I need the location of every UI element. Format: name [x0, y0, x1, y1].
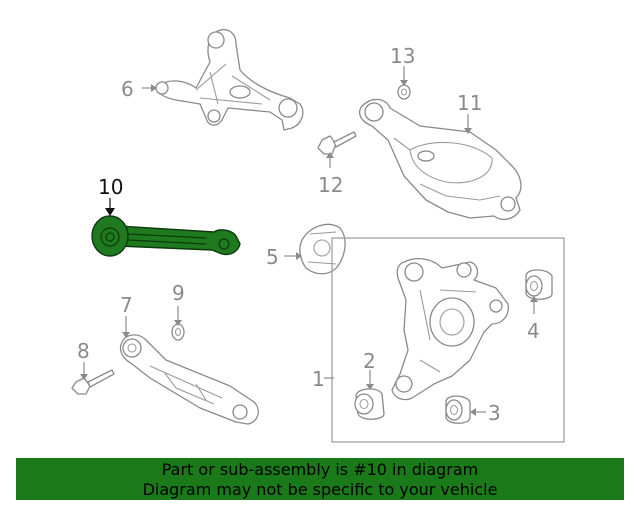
part-7-lower-link[interactable]	[119, 334, 259, 425]
callout-2: 2	[363, 349, 376, 373]
part-5-shield[interactable]	[299, 223, 346, 275]
banner-line-2: Diagram may not be specific to your vehi…	[142, 480, 498, 499]
callout-6: 6	[121, 77, 134, 101]
callout-5: 5	[266, 245, 279, 269]
callout-1: 1	[312, 367, 325, 391]
part-10-link-highlighted[interactable]	[91, 215, 241, 257]
callout-3: 3	[488, 401, 501, 425]
part-4-bushing[interactable]	[525, 269, 553, 300]
part-12-bolt[interactable]	[317, 131, 357, 155]
footer-banner: Part or sub-assembly is #10 in diagram D…	[16, 458, 624, 500]
part-8-bolt[interactable]	[71, 369, 115, 395]
callout-8: 8	[77, 339, 90, 363]
callout-11: 11	[457, 91, 482, 115]
part-2-bushing[interactable]	[354, 388, 385, 420]
part-13-washer[interactable]	[397, 84, 411, 100]
part-1-knuckle[interactable]	[391, 257, 509, 401]
callout-10: 10	[98, 175, 123, 199]
part-1-assembly-box	[331, 237, 565, 443]
part-3-bushing[interactable]	[445, 395, 471, 424]
callout-13: 13	[390, 44, 415, 68]
callout-9: 9	[172, 281, 185, 305]
callout-7: 7	[120, 293, 133, 317]
part-11-lower-control-arm[interactable]	[358, 98, 522, 221]
callout-4: 4	[527, 319, 540, 343]
part-6-upper-control-arm[interactable]	[155, 29, 304, 131]
callout-12: 12	[318, 173, 343, 197]
banner-line-1: Part or sub-assembly is #10 in diagram	[161, 460, 479, 479]
part-9-washer[interactable]	[171, 323, 185, 341]
